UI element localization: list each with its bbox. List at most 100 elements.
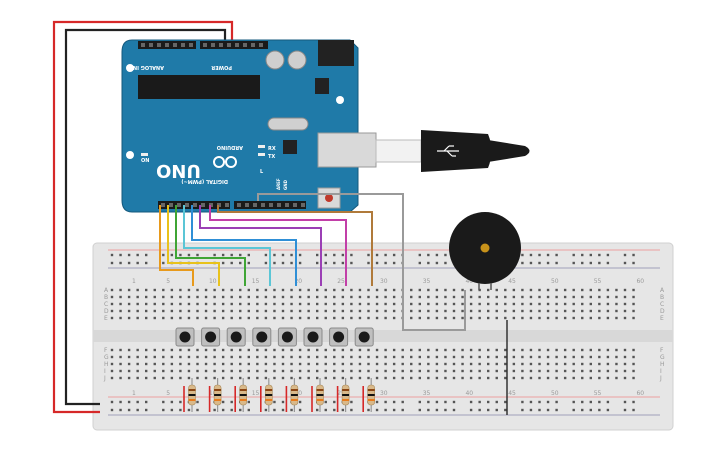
breadboard-hole [196, 309, 199, 313]
breadboard-hole [563, 362, 567, 366]
breadboard-hole [298, 376, 302, 380]
breadboard-hole [632, 288, 635, 292]
breadboard-hole [598, 369, 601, 373]
breadboard-hole [538, 376, 541, 380]
breadboard-hole [145, 253, 148, 257]
breadboard-hole [444, 253, 447, 257]
breadboard-hole [298, 302, 302, 306]
column-number: 25 [337, 278, 345, 285]
row-letter: D [104, 308, 109, 315]
breadboard-hole [170, 309, 174, 313]
column-number: 1 [132, 278, 136, 285]
breadboard-hole [110, 355, 114, 359]
breadboard-hole [452, 369, 456, 373]
breadboard-hole [119, 376, 122, 380]
push-button[interactable] [226, 327, 246, 347]
push-button[interactable] [201, 327, 221, 347]
push-button[interactable] [354, 327, 374, 347]
resistor [213, 378, 222, 412]
push-button[interactable] [175, 327, 195, 347]
breadboard-hole [290, 348, 293, 352]
breadboard-hole [358, 362, 362, 366]
header-pin [165, 43, 169, 47]
breadboard-hole [572, 253, 575, 257]
column-number: 1 [132, 390, 136, 397]
breadboard-hole [221, 369, 225, 373]
breadboard-hole [145, 362, 148, 366]
breadboard-hole [110, 295, 114, 299]
breadboard-hole [504, 376, 507, 380]
breadboard-hole [221, 316, 225, 320]
breadboard-hole [375, 302, 379, 306]
breadboard-hole [461, 369, 464, 373]
power-wires [52, 20, 234, 414]
breadboard-hole [324, 295, 327, 299]
push-button[interactable] [277, 327, 297, 347]
breadboard-hole [145, 309, 148, 313]
breadboard-hole [290, 253, 293, 257]
breadboard-hole [546, 302, 550, 306]
breadboard-hole [435, 261, 439, 265]
breadboard-hole [145, 288, 148, 292]
breadboard-hole [187, 369, 191, 373]
breadboard-hole [512, 369, 516, 373]
breadboard-hole [469, 362, 473, 366]
column-number: 30 [380, 390, 388, 397]
breadboard-hole [392, 288, 396, 292]
breadboard-hole [316, 302, 319, 306]
breadboard-hole [136, 369, 139, 373]
breadboard-hole [230, 302, 233, 306]
breadboard-hole [204, 362, 208, 366]
column-number: 50 [551, 390, 559, 397]
breadboard-hole [410, 369, 413, 373]
breadboard-hole [281, 288, 285, 292]
breadboard-hole [196, 355, 199, 359]
breadboard-hole [145, 355, 148, 359]
breadboard-hole [589, 295, 592, 299]
breadboard-hole [589, 261, 592, 265]
breadboard-hole [452, 309, 456, 313]
breadboard-hole [136, 348, 139, 352]
breadboard-hole [179, 288, 182, 292]
push-button[interactable] [252, 327, 272, 347]
breadboard-hole [221, 348, 225, 352]
breadboard-hole [213, 288, 216, 292]
breadboard-hole [375, 369, 379, 373]
breadboard-hole [555, 362, 558, 366]
breadboard-hole [469, 302, 473, 306]
breadboard-hole [273, 302, 276, 306]
breadboard-hole [324, 362, 327, 366]
rx-label: RX [268, 146, 276, 152]
breadboard-hole [196, 288, 199, 292]
breadboard-hole [606, 348, 610, 352]
breadboard-hole [341, 348, 345, 352]
breadboard-hole [623, 369, 627, 373]
breadboard-hole [119, 400, 122, 404]
row-letter: F [660, 347, 664, 354]
breadboard-hole [435, 253, 439, 257]
breadboard-hole [162, 302, 165, 306]
breadboard-hole [512, 355, 516, 359]
breadboard-hole [512, 309, 516, 313]
breadboard-hole [392, 295, 396, 299]
breadboard-hole [495, 408, 498, 412]
breadboard-hole [555, 261, 558, 265]
breadboard-hole [384, 355, 387, 359]
breadboard-hole [504, 362, 507, 366]
breadboard-hole [170, 253, 174, 257]
breadboard-hole [581, 302, 584, 306]
breadboard-hole [469, 376, 473, 380]
breadboard-hole [367, 408, 370, 412]
header-pin [253, 203, 257, 207]
push-button[interactable] [329, 327, 349, 347]
breadboard-hole [273, 355, 276, 359]
breadboard-hole [623, 295, 627, 299]
breadboard-hole [367, 309, 370, 313]
breadboard-hole [290, 309, 293, 313]
breadboard-hole [555, 369, 558, 373]
push-button[interactable] [303, 327, 323, 347]
breadboard-hole [333, 302, 336, 306]
breadboard-hole [546, 288, 550, 292]
breadboard-hole [341, 302, 345, 306]
breadboard-hole [162, 400, 165, 404]
